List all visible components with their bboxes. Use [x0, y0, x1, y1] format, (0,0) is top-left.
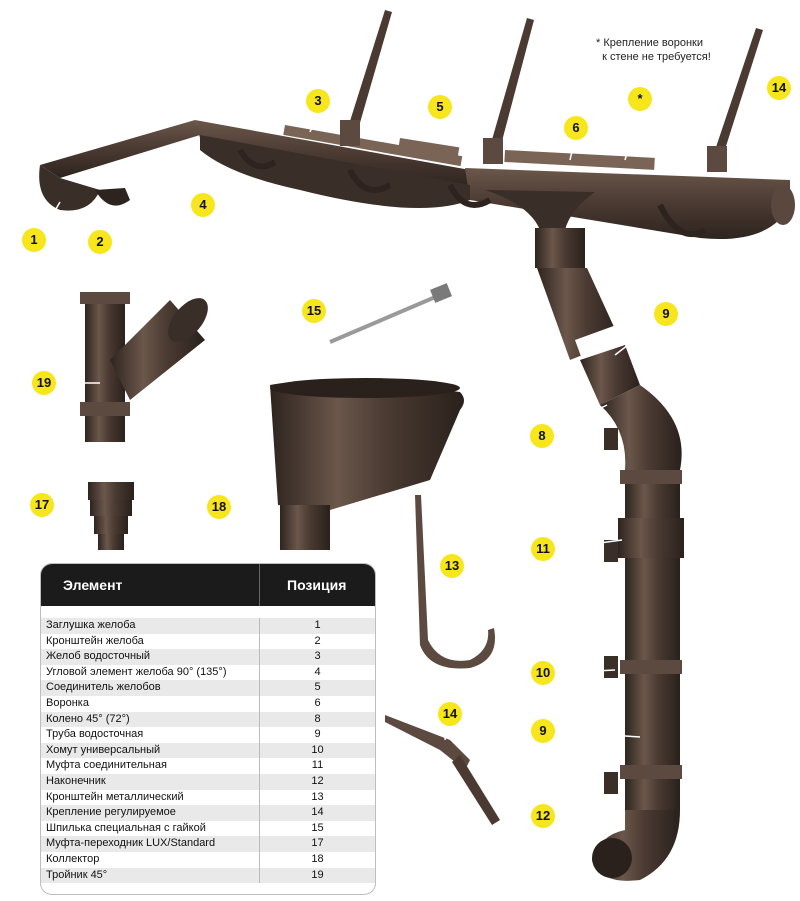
row-position: 11	[311, 759, 324, 772]
row-position: 1	[314, 619, 321, 631]
row-position: 18	[311, 852, 324, 865]
table-row: Хомут универсальный 10	[41, 742, 375, 759]
row-element: Соединитель желобов	[46, 681, 161, 694]
marker-14-top: 14	[767, 76, 791, 100]
row-position: 2	[314, 634, 321, 647]
collector	[270, 378, 464, 550]
marker-17: 17	[30, 493, 54, 517]
row-element: Угловой элемент желоба 90° (135°)	[46, 665, 227, 678]
downpipe-assembly	[485, 190, 684, 881]
row-element: Муфта-переходник LUX/Standard	[46, 837, 216, 850]
marker-13: 13	[440, 554, 464, 578]
row-element: Наконечник	[46, 774, 106, 787]
row-position: 17	[311, 837, 324, 850]
header-divider	[259, 564, 260, 606]
row-position: 15	[311, 821, 324, 834]
tee-45	[80, 292, 208, 442]
row-position: 3	[314, 650, 321, 663]
row-element: Желоб водосточный	[46, 650, 151, 663]
table-row: Муфта соединительная 11	[41, 758, 375, 774]
marker-2: 2	[88, 230, 112, 254]
marker-18: 18	[207, 495, 231, 519]
row-position: 4	[314, 665, 321, 678]
row-position: 13	[311, 790, 324, 803]
marker-10: 10	[531, 661, 555, 685]
row-element: Заглушка желоба	[46, 619, 136, 631]
table-row: Труба водосточная 9	[41, 727, 375, 743]
row-element: Кронштейн металлический	[46, 790, 184, 803]
marker-9-lower: 9	[531, 719, 555, 743]
metal-bracket	[415, 495, 495, 669]
table-row: Коллектор 18	[41, 851, 375, 868]
table-row: Муфта-переходник LUX/Standard 17	[41, 836, 375, 852]
row-position: 14	[311, 806, 324, 819]
funnel-note: * Крепление воронки к стене не требуется…	[596, 37, 711, 63]
parts-table-body: Заглушка желоба 1 Кронштейн желоба 2 Желоб…	[41, 618, 375, 884]
marker-15: 15	[302, 299, 326, 323]
marker-9-upper: 9	[654, 302, 678, 326]
table-row: Шпилька специальная с гайкой 15	[41, 820, 375, 837]
marker-11: 11	[531, 537, 555, 561]
marker-5: 5	[428, 95, 452, 119]
table-row: Тройник 45° 19	[41, 867, 375, 884]
table-row: Кронштейн желоба 2	[41, 633, 375, 650]
row-element: Кронштейн желоба	[46, 634, 144, 647]
column-header-position: Позиция	[287, 577, 347, 593]
table-row: Воронка 6	[41, 695, 375, 712]
row-position: 9	[314, 728, 321, 741]
row-position: 6	[314, 696, 321, 709]
coupling-sleeve	[618, 518, 684, 558]
marker-19: 19	[32, 371, 56, 395]
column-header-element: Элемент	[63, 577, 123, 593]
marker-1: 1	[22, 228, 46, 252]
row-position: 19	[311, 868, 324, 881]
row-element: Шпилька специальная с гайкой	[46, 821, 206, 834]
row-element: Крепление регулируемое	[46, 806, 176, 819]
table-row: Наконечник 12	[41, 773, 375, 790]
row-element: Тройник 45°	[46, 868, 108, 881]
row-position: 10	[311, 743, 324, 756]
marker-6: 6	[564, 116, 588, 140]
gutter-bracket	[95, 188, 130, 206]
row-position: 8	[314, 712, 321, 725]
table-row: Крепление регулируемое 14	[41, 805, 375, 821]
row-element: Хомут универсальный	[46, 743, 161, 756]
marker-3: 3	[306, 89, 330, 113]
row-position: 12	[311, 774, 324, 787]
adapter-lux-standard	[88, 482, 134, 550]
gutter-assembly	[39, 120, 795, 240]
leader-lines	[41, 95, 768, 836]
marker-4: 4	[191, 193, 215, 217]
table-row: Желоб водосточный 3	[41, 649, 375, 665]
row-element: Труба водосточная	[46, 728, 144, 741]
marker-12: 12	[531, 804, 555, 828]
marker-star: *	[628, 87, 652, 111]
table-row: Соединитель желобов 5	[41, 680, 375, 696]
row-element: Муфта соединительная	[46, 759, 167, 772]
adjustable-fixture	[385, 715, 500, 825]
table-row: Угловой элемент желоба 90° (135°) 4	[41, 664, 375, 681]
screw-with-nut	[329, 283, 452, 344]
table-row: Кронштейн металлический 13	[41, 789, 375, 806]
table-row: Заглушка желоба 1	[41, 618, 375, 634]
row-element: Коллектор	[46, 852, 100, 865]
parts-table-header: Элемент Позиция	[41, 564, 375, 606]
parts-table: Элемент Позиция Заглушка желоба 1 Кронште…	[40, 563, 376, 895]
marker-14-bottom: 14	[438, 702, 462, 726]
adjustable-brackets	[340, 10, 763, 172]
marker-8: 8	[530, 424, 554, 448]
table-row: Колено 45° (72°) 8	[41, 711, 375, 728]
row-element: Воронка	[46, 696, 89, 709]
row-position: 5	[314, 681, 321, 694]
row-element: Колено 45° (72°)	[46, 712, 130, 725]
